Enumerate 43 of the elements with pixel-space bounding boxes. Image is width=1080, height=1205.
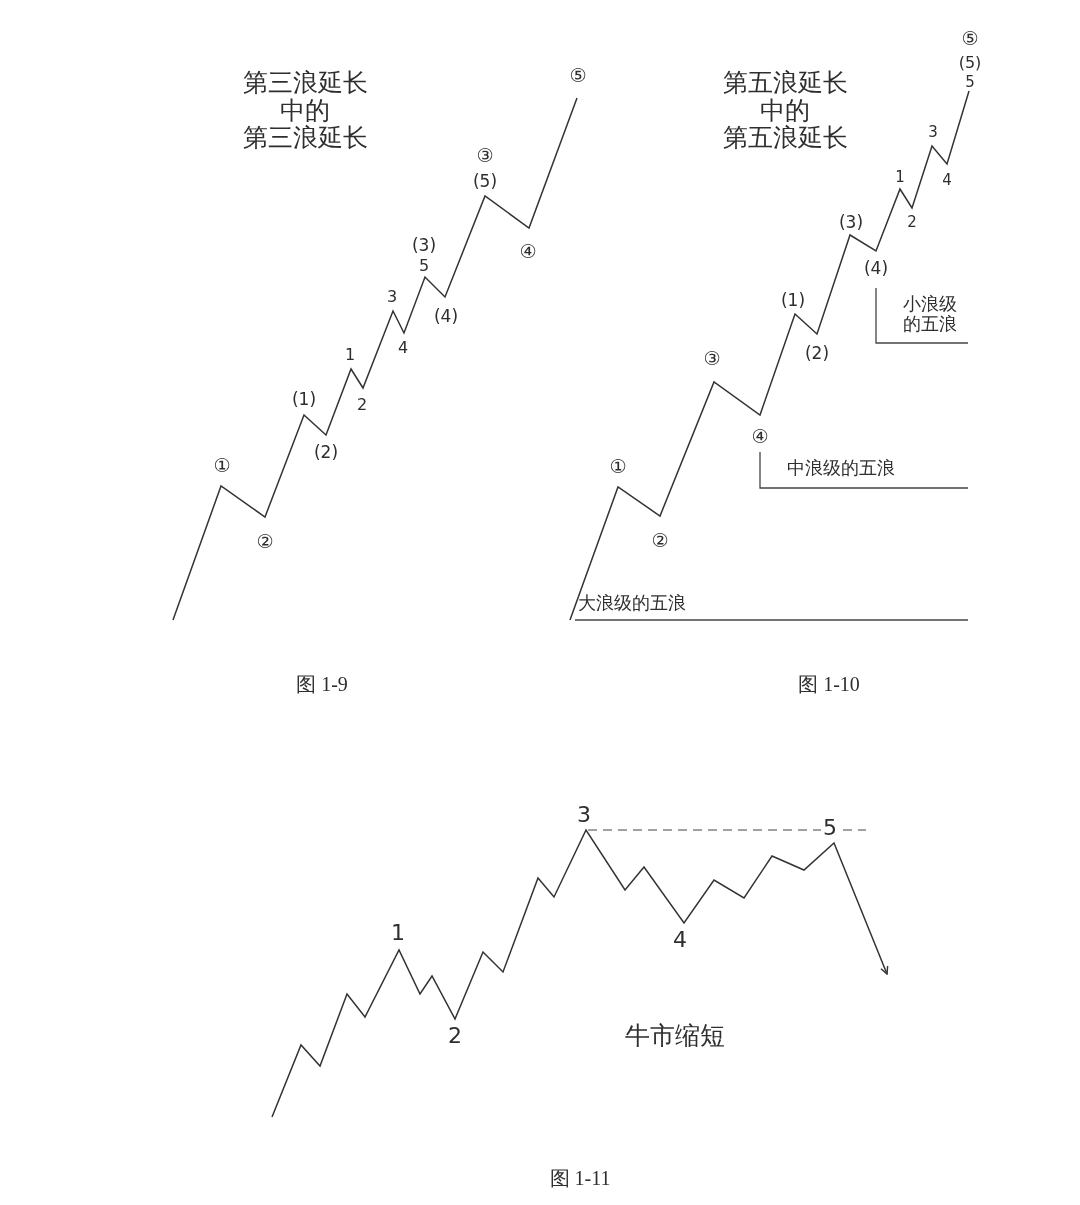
wave-number: (2) — [313, 442, 339, 462]
wave-number: 2 — [448, 1023, 462, 1049]
wave-number: 5 — [418, 257, 430, 275]
wave-number: (3) — [411, 235, 437, 255]
wave-number: ⑤ — [569, 64, 587, 86]
wave-number: (2) — [804, 343, 830, 363]
wave-number: ② — [651, 529, 669, 551]
wave-number: ④ — [519, 240, 537, 262]
bracket-label: 大浪级的五浪 — [578, 593, 686, 613]
wave-number: 4 — [942, 171, 952, 189]
figure-title: 第三浪延长中的第三浪延长 — [242, 68, 368, 152]
wave-number: (4) — [863, 258, 889, 278]
figure-caption: 图 1-10 — [798, 673, 860, 695]
bracket-label: 小浪级的五浪 — [903, 294, 958, 334]
wave-number: 4 — [397, 339, 409, 357]
wave-number: 3 — [577, 802, 591, 828]
wave-number: 1 — [391, 920, 405, 946]
bracket-label: 牛市缩短 — [625, 1022, 725, 1050]
figure-caption: 图 1-9 — [296, 673, 348, 695]
wave-number: ② — [256, 530, 274, 552]
wave-number: (4) — [433, 306, 459, 326]
wave-number: 4 — [673, 927, 687, 953]
wave-number: 1 — [895, 168, 905, 186]
wave-number: 1 — [344, 346, 356, 364]
wave-number: (5) — [958, 54, 982, 72]
wave-number: (1) — [780, 290, 806, 310]
wave-number: 2 — [907, 213, 917, 231]
figure-title: 第五浪延长中的第五浪延长 — [722, 68, 848, 152]
wave-number: ⑤ — [961, 27, 979, 49]
wave-number: 5 — [965, 73, 975, 91]
wave-number: ① — [213, 454, 231, 476]
bracket-label: 中浪级的五浪 — [787, 458, 895, 478]
wave-number: (3) — [838, 212, 864, 232]
wave-number: (1) — [291, 389, 317, 409]
wave-number: ① — [609, 455, 627, 477]
wave-number: ③ — [703, 347, 721, 369]
wave-number: ③ — [476, 144, 494, 166]
wave-number: ④ — [751, 425, 769, 447]
figure-caption: 图 1-11 — [549, 1167, 611, 1189]
wave-number: 3 — [386, 288, 398, 306]
wave-number: 2 — [356, 396, 368, 414]
wave-number: 3 — [928, 123, 938, 141]
wave-number: (5) — [472, 171, 498, 191]
